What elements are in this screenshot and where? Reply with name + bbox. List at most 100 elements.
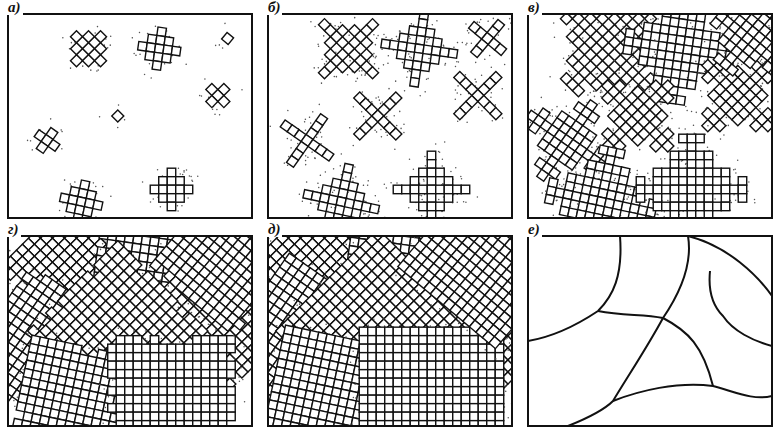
stipple-dot — [183, 170, 185, 172]
stipple-dot — [612, 105, 614, 107]
stipple-dot — [490, 96, 492, 98]
stipple-dot — [622, 26, 624, 28]
stipple-dot — [298, 193, 300, 195]
stipple-dot — [307, 156, 309, 158]
stipple-dot — [553, 36, 555, 38]
crystal-dendrite — [329, 68, 430, 169]
lattice-cell — [590, 79, 602, 91]
stipple-dot — [538, 149, 540, 151]
stipple-dot — [110, 195, 112, 197]
stipple-dot — [450, 171, 452, 173]
stipple-dot — [377, 34, 379, 36]
crystal-dendrite — [126, 23, 191, 84]
stipple-dot — [318, 103, 320, 105]
stipple-dot — [381, 101, 383, 103]
stipple-dot — [324, 171, 326, 173]
stipple-dot — [760, 85, 762, 87]
stipple-dot — [332, 191, 334, 193]
lattice-cell — [367, 67, 379, 79]
stipple-dot — [379, 102, 381, 104]
stipple-dot — [501, 117, 503, 119]
crystal-dendrite — [99, 100, 131, 132]
stipple-dot — [648, 90, 650, 92]
stipple-dot — [556, 106, 558, 108]
lattice-cell — [393, 185, 402, 194]
lattice-cell — [36, 142, 48, 154]
lattice-cell — [419, 202, 428, 211]
stipple-dot — [410, 57, 412, 59]
stipple-dot — [695, 111, 697, 113]
stipple-dot — [142, 181, 144, 183]
stipple-dot — [704, 70, 706, 72]
stipple-dot — [94, 32, 96, 34]
stipple-dot — [652, 18, 654, 20]
stipple-dot — [69, 183, 71, 185]
stipple-dot — [409, 56, 411, 58]
stipple-dot — [760, 85, 762, 87]
stipple-dot — [224, 22, 226, 24]
stipple-dot — [374, 129, 376, 131]
stipple-dot — [463, 201, 465, 203]
stipple-dot — [613, 60, 615, 62]
lattice-cell — [95, 55, 107, 67]
stipple-dot — [456, 201, 458, 203]
stipple-dot — [592, 136, 594, 138]
stipple-dot — [572, 50, 574, 52]
lattice-cell — [402, 185, 411, 194]
stipple-dot — [374, 195, 376, 197]
lattice-cell — [167, 177, 176, 186]
stipple-dot — [427, 39, 429, 41]
stipple-dot — [529, 121, 531, 123]
stipple-dot — [399, 30, 401, 32]
stipple-dot — [685, 106, 687, 108]
stipple-dot — [438, 199, 440, 201]
stipple-dot — [214, 113, 216, 115]
stipple-dot — [540, 96, 542, 98]
stipple-dot — [582, 37, 584, 39]
crystal-dendrite — [142, 167, 199, 218]
stipple-dot — [723, 134, 725, 136]
stipple-dot — [647, 86, 649, 88]
stipple-dot — [587, 94, 589, 96]
stipple-dot — [387, 62, 389, 64]
stipple-dot — [386, 134, 388, 136]
panel-frame — [8, 14, 252, 218]
stipple-dot — [460, 176, 462, 178]
stipple-dot — [428, 58, 430, 60]
stipple-dot — [478, 21, 480, 23]
stipple-dot — [69, 67, 71, 69]
stipple-dot — [204, 78, 206, 80]
stipple-dot — [551, 115, 553, 117]
stipple-dot — [199, 94, 201, 96]
lattice-cell — [560, 14, 572, 25]
stipple-dot — [200, 95, 202, 97]
stipple-dot — [178, 167, 180, 169]
stipple-dot — [593, 95, 595, 97]
crystal-dendrite — [209, 22, 237, 51]
stipple-dot — [396, 124, 398, 126]
stipple-dot — [61, 130, 63, 132]
lattice-cell — [419, 185, 428, 194]
stipple-dot — [719, 138, 721, 140]
stipple-dot — [655, 72, 657, 74]
stipple-dot — [695, 60, 697, 62]
stipple-dot — [333, 189, 335, 191]
stipple-dot — [287, 109, 289, 111]
stipple-dot — [290, 147, 292, 149]
stipple-dot — [603, 138, 605, 140]
stipple-dot — [355, 176, 357, 178]
stipple-dot — [340, 153, 342, 155]
stipple-dot — [310, 202, 312, 204]
stipple-dot — [62, 37, 64, 39]
stipple-dot — [149, 63, 151, 65]
stipple-dot — [373, 34, 375, 36]
lattice-cell — [167, 185, 176, 194]
stipple-dot — [618, 72, 620, 74]
stipple-dot — [601, 105, 603, 107]
lattice-cell — [427, 160, 436, 169]
stipple-dot — [381, 48, 383, 50]
stipple-dot — [597, 116, 599, 118]
lattice-cell — [318, 67, 330, 79]
stipple-dot — [396, 182, 398, 184]
stipple-dot — [70, 42, 72, 44]
